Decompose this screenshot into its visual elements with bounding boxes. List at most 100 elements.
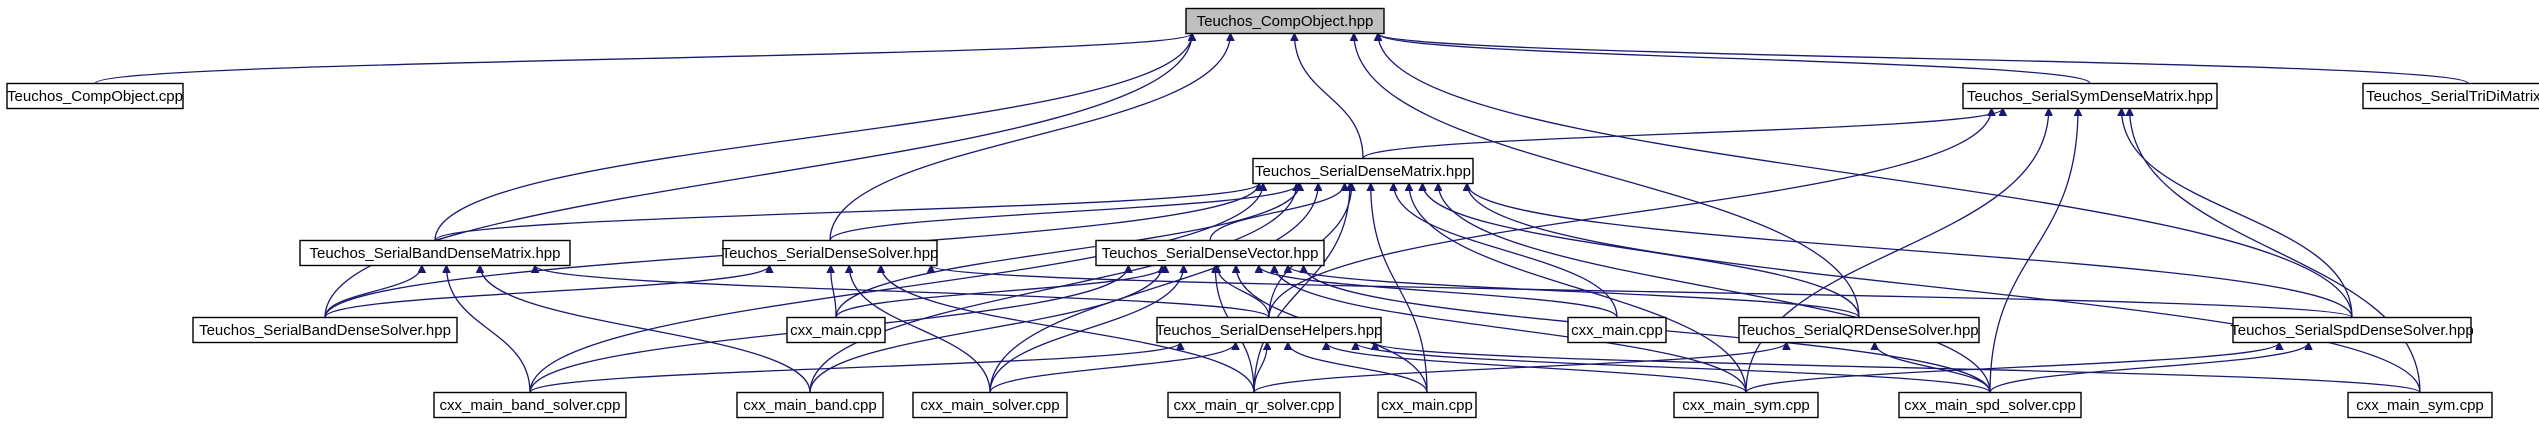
node-label: cxx_main_sym.cpp xyxy=(1682,397,1810,414)
edge-main_band_solver-to-helpers xyxy=(529,341,1180,394)
edge-main_solver-to-densevector xyxy=(989,266,1184,393)
node-main-solver[interactable]: cxx_main_solver.cpp xyxy=(912,391,1068,419)
node-compobj-hpp[interactable]: Teuchos_CompObject.hpp xyxy=(1185,7,1385,35)
node-densevector[interactable]: Teuchos_SerialDenseVector.hpp xyxy=(1095,239,1325,267)
edge-spdsolver-to-densematrix xyxy=(1467,184,2353,318)
node-densesolver[interactable]: Teuchos_SerialDenseSolver.hpp xyxy=(722,239,939,267)
node-label: cxx_main_qr_solver.cpp xyxy=(1174,397,1335,414)
node-label: Teuchos_SerialQRDenseSolver.hpp xyxy=(1739,322,1978,339)
node-compobj-cpp[interactable]: Teuchos_CompObject.cpp xyxy=(6,82,184,110)
node-label: cxx_main_spd_solver.cpp xyxy=(1904,397,2076,414)
node-box xyxy=(1167,391,1341,419)
edge-main_qr_solver-to-densesolver xyxy=(881,266,1255,393)
edge-densevector-to-densematrix xyxy=(1209,184,1345,241)
node-label: cxx_main_solver.cpp xyxy=(920,397,1059,414)
edge-main_spd_solver-to-spdsolver xyxy=(1989,343,2309,393)
node-cxxmain-c[interactable]: cxx_main.cpp xyxy=(1377,391,1477,419)
edge-banddense-to-compobj_hpp xyxy=(434,34,1192,241)
edge-densematrix-to-compobj_hpp xyxy=(1294,34,1364,159)
edge-main_sym2-to-symdense xyxy=(2130,109,2421,393)
node-box xyxy=(2362,82,2539,110)
edge-main_band-to-densevector xyxy=(809,266,1162,393)
node-qrsolver[interactable]: Teuchos_SerialQRDenseSolver.hpp xyxy=(1738,316,1980,344)
node-cxxmain-a[interactable]: cxx_main.cpp xyxy=(786,316,886,344)
edge-banddense-to-densematrix xyxy=(434,182,1259,242)
edge-helpers-to-banddense xyxy=(535,264,1270,319)
edge-main_solver-to-densematrix xyxy=(989,184,1318,393)
edge-main_sym-to-spdsolver xyxy=(1745,341,2279,394)
node-box xyxy=(1567,316,1667,344)
edge-main_band_solver-to-densematrix xyxy=(529,184,1263,393)
node-densematrix[interactable]: Teuchos_SerialDenseMatrix.hpp xyxy=(1252,157,1474,185)
node-label: Teuchos_SerialDenseVector.hpp xyxy=(1102,245,1319,262)
node-box xyxy=(299,239,571,267)
node-box xyxy=(1095,239,1325,267)
node-label: Teuchos_SerialTriDiMatrix.hpp xyxy=(2366,88,2539,105)
node-main-band[interactable]: cxx_main_band.cpp xyxy=(736,391,884,419)
node-label: Teuchos_SerialBandDenseSolver.hpp xyxy=(199,322,451,339)
node-box xyxy=(1252,157,1474,185)
node-label: Teuchos_SerialBandDenseMatrix.hpp xyxy=(310,245,561,262)
edge-symdense-to-compobj_hpp xyxy=(1378,32,2091,85)
node-label: cxx_main.cpp xyxy=(1381,397,1473,414)
edge-spdsolver-to-densesolver xyxy=(931,266,2353,319)
node-label: Teuchos_SerialSymDenseMatrix.hpp xyxy=(1967,88,2213,105)
node-box xyxy=(1156,316,1382,344)
edge-main_solver-to-helpers xyxy=(989,343,1236,393)
node-box xyxy=(1738,316,1980,344)
edge-cxxmain_c-to-helpers xyxy=(1288,343,1428,393)
node-main-qr-solver[interactable]: cxx_main_qr_solver.cpp xyxy=(1167,391,1341,419)
node-label: cxx_main.cpp xyxy=(1571,322,1663,339)
node-bandsolver[interactable]: Teuchos_SerialBandDenseSolver.hpp xyxy=(192,316,458,344)
node-box xyxy=(736,391,884,419)
node-label: Teuchos_SerialDenseHelpers.hpp xyxy=(1156,322,1383,339)
node-main-band-solver[interactable]: cxx_main_band_solver.cpp xyxy=(433,391,627,419)
edge-main_band-to-banddense xyxy=(480,266,811,393)
node-symdense[interactable]: Teuchos_SerialSymDenseMatrix.hpp xyxy=(1962,82,2218,110)
edge-main_spd_solver-to-qrsolver xyxy=(1875,343,1991,393)
node-main-spd-solver[interactable]: cxx_main_spd_solver.cpp xyxy=(1898,391,2082,419)
edge-main_sym-to-symdense xyxy=(1745,109,2049,393)
node-main-sym[interactable]: cxx_main_sym.cpp xyxy=(1673,391,1819,419)
node-label: cxx_main_sym.cpp xyxy=(2356,397,2484,414)
node-box xyxy=(192,316,458,344)
node-box xyxy=(1898,391,2082,419)
edge-main_spd_solver-to-helpers xyxy=(1356,341,1991,394)
node-helpers[interactable]: Teuchos_SerialDenseHelpers.hpp xyxy=(1156,316,1383,344)
node-box xyxy=(1673,391,1819,419)
node-banddense[interactable]: Teuchos_SerialBandDenseMatrix.hpp xyxy=(299,239,571,267)
node-box xyxy=(912,391,1068,419)
edge-compobj_cpp-to-compobj_hpp xyxy=(94,32,1192,85)
node-box xyxy=(1377,391,1477,419)
node-label: Teuchos_SerialDenseMatrix.hpp xyxy=(1255,163,1471,180)
node-label: Teuchos_CompObject.hpp xyxy=(1197,13,1374,30)
node-label: Teuchos_SerialSpdDenseSolver.hpp xyxy=(2230,322,2474,339)
node-cxxmain-b[interactable]: cxx_main.cpp xyxy=(1567,316,1667,344)
node-tridi[interactable]: Teuchos_SerialTriDiMatrix.hpp xyxy=(2362,82,2539,110)
edge-spdsolver-to-compobj_hpp xyxy=(1378,34,2353,318)
edge-bandsolver-to-densesolver xyxy=(324,266,769,318)
node-main-sym2[interactable]: cxx_main_sym.cpp xyxy=(2347,391,2493,419)
node-spdsolver[interactable]: Teuchos_SerialSpdDenseSolver.hpp xyxy=(2230,316,2474,344)
edge-qrsolver-to-compobj_hpp xyxy=(1354,34,1860,318)
edge-main_solver-to-densesolver xyxy=(849,266,991,393)
edge-densesolver-to-densematrix xyxy=(829,184,1299,241)
node-label: cxx_main_band_solver.cpp xyxy=(440,397,621,414)
edge-tridi-to-compobj_hpp xyxy=(1378,32,2469,85)
edge-cxxmain_a-to-densevector xyxy=(835,266,1165,318)
edge-main_spd_solver-to-symdense xyxy=(1989,109,2078,393)
edge-main_band_solver-to-banddense xyxy=(446,266,531,393)
edge-main_sym-to-densematrix xyxy=(1409,184,1747,393)
edge-densesolver-to-compobj_hpp xyxy=(829,34,1230,241)
edge-main_qr_solver-to-helpers xyxy=(1253,343,1267,393)
node-box xyxy=(433,391,627,419)
edge-densematrix-to-symdense xyxy=(1362,107,2003,160)
node-box xyxy=(6,82,184,110)
edge-spdsolver-to-symdense xyxy=(2121,109,2353,318)
node-box xyxy=(1962,82,2218,110)
edge-main_sym2-to-helpers xyxy=(1375,341,2421,394)
edge-bandsolver-to-banddense xyxy=(324,266,422,318)
node-box xyxy=(2232,316,2472,344)
edge-main_qr_solver-to-qrsolver xyxy=(1253,341,1786,394)
